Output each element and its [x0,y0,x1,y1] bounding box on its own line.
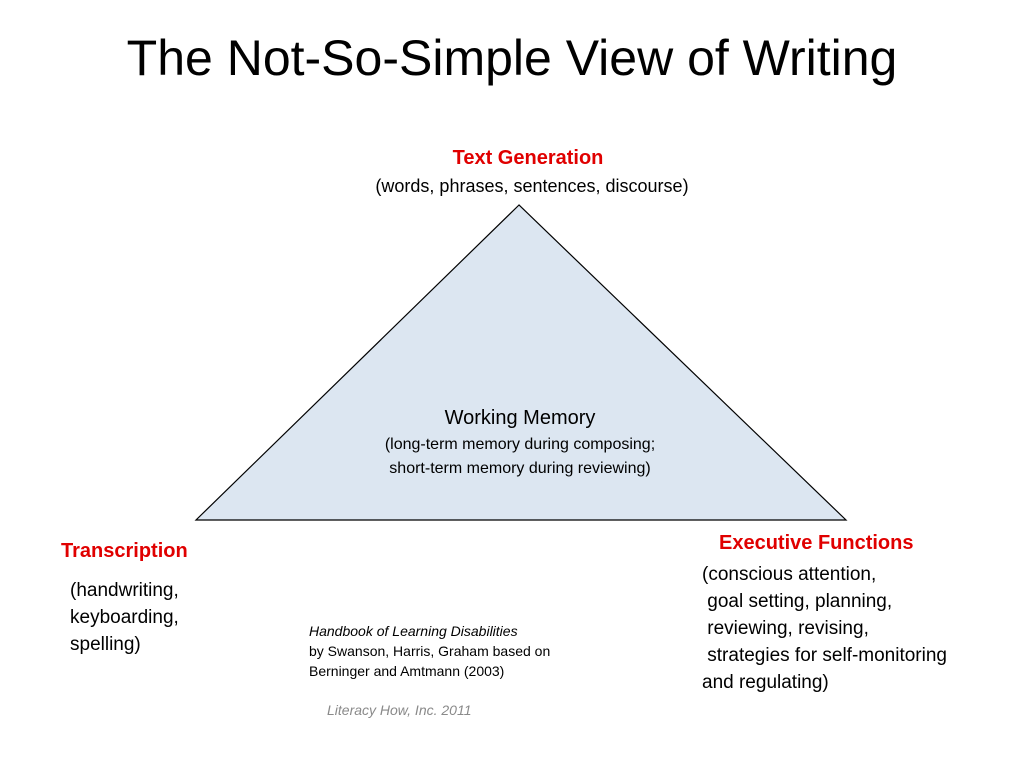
slide-title: The Not-So-Simple View of Writing [126,30,898,86]
executive-functions-line-4: strategies for self-monitoring [702,645,947,666]
executive-functions-line-2: goal setting, planning, [702,591,893,612]
text-generation-label: Text Generation [452,147,604,169]
working-memory-label: Working Memory [444,407,596,429]
transcription-label: Transcription [61,540,188,562]
triangle-shape [194,204,848,521]
working-memory-line-2: short-term memory during reviewing) [389,460,651,477]
citation-book-title: Handbook of Learning Disabilities [309,623,518,639]
transcription-line-1: (handwriting, [70,580,179,601]
executive-functions-line-1: (conscious attention, [702,564,877,585]
citation-line-2: Berninger and Amtmann (2003) [309,663,505,679]
citation-line-1: by Swanson, Harris, Graham based on [309,643,551,659]
transcription-line-2: keyboarding, [70,607,179,628]
executive-functions-line-3: reviewing, revising, [702,618,869,639]
transcription-line-3: spelling) [70,634,141,655]
executive-functions-line-5: and regulating) [702,672,829,693]
working-memory-line-1: (long-term memory during composing; [384,436,656,453]
text-generation-detail: (words, phrases, sentences, discourse) [375,176,689,196]
footer-credit: Literacy How, Inc. 2011 [327,702,472,718]
executive-functions-label: Executive Functions [719,532,914,554]
